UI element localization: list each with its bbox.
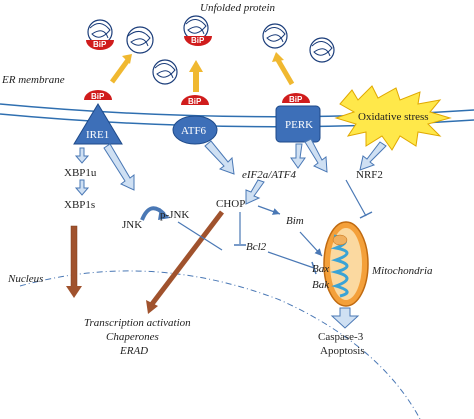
oxidative-stress-label: Oxidative stress [358, 111, 429, 123]
bip-icon [184, 36, 212, 46]
mitochondria-label: Mitochondria [371, 265, 433, 277]
bim-label: Bim [286, 215, 304, 227]
caspase3-label: Caspase-3 [318, 331, 364, 343]
arrow-chop-bim [257, 205, 281, 215]
arrow-atf6-chop [204, 140, 235, 175]
tangled-protein-icon [152, 59, 178, 85]
erad-label: ERAD [119, 345, 148, 357]
bcl2-label: Bcl2 [246, 241, 267, 253]
eif2a-atf4-label: eIF2a/ATF4 [242, 169, 296, 181]
release-arrow [275, 58, 295, 86]
apoptosis-label: Apoptosis [320, 345, 365, 357]
atf6-label: ATF6 [181, 125, 207, 137]
oxidative-stress-burst-icon [334, 85, 452, 151]
arrow-ire1-xbp1u [74, 147, 90, 164]
atf6-sensor [172, 115, 218, 145]
release-arrow [193, 70, 199, 92]
nucleus-label: Nucleus [7, 273, 43, 285]
jnk-label: JNK [122, 219, 142, 231]
er-membrane-label: ER membrane [1, 74, 65, 86]
arrow-perk-eif2a [290, 143, 306, 169]
bax-label: Bax [312, 263, 329, 275]
p-jnk-label: p-JNK [160, 209, 189, 221]
tangled-protein-icon [126, 26, 154, 54]
arrow-chop-transcription [150, 210, 224, 306]
arrow-oxidative-nrf2 [359, 141, 387, 171]
tangled-protein-icon [262, 23, 288, 49]
mitochondrion-icon [323, 221, 369, 307]
nrf2-label: NRF2 [356, 169, 383, 181]
bip-icon [282, 93, 310, 103]
ire1-label: IRE1 [86, 129, 109, 141]
chaperones-label: Chaperones [106, 331, 159, 343]
arrow-ire1-jnk [103, 143, 135, 191]
nucleus-envelope [19, 270, 421, 419]
arrow-mito-caspase [330, 307, 360, 329]
arrow-xbp1s-nucleus [70, 225, 78, 289]
bip-icon [86, 40, 114, 50]
arrow-perk-nrf2 [304, 138, 328, 173]
unfolded-protein-label: Unfolded protein [200, 2, 276, 14]
tangled-protein-icon [309, 37, 335, 63]
bak-label: Bak [312, 279, 330, 291]
arrow-xbp1u-xbp1s [74, 179, 90, 196]
bip-label: BiP [91, 92, 105, 101]
perk-sensor [275, 105, 321, 143]
bip-label: BiP [93, 40, 107, 49]
ire1-sensor [73, 103, 123, 145]
inhibit-pjnk-bcl2 [177, 221, 223, 251]
inhibit-nrf2-mito [345, 179, 367, 217]
xbp1u-label: XBP1u [64, 167, 97, 179]
release-arrow [109, 58, 131, 84]
arrow-eif2a-chop [245, 179, 265, 205]
arrow-bim-bax [299, 231, 323, 257]
bip-label: BiP [191, 36, 205, 45]
xbp1s-label: XBP1s [64, 199, 95, 211]
transcription-activation-label: Transcription activation [84, 317, 191, 329]
bip-label: BiP [188, 97, 202, 106]
inhibit-bcl2-bax [267, 251, 315, 269]
bip-icon [84, 90, 112, 100]
bip-icon [181, 95, 209, 105]
bip-label: BiP [289, 95, 303, 104]
perk-label: PERK [285, 119, 313, 131]
chop-label: CHOP [216, 198, 245, 210]
